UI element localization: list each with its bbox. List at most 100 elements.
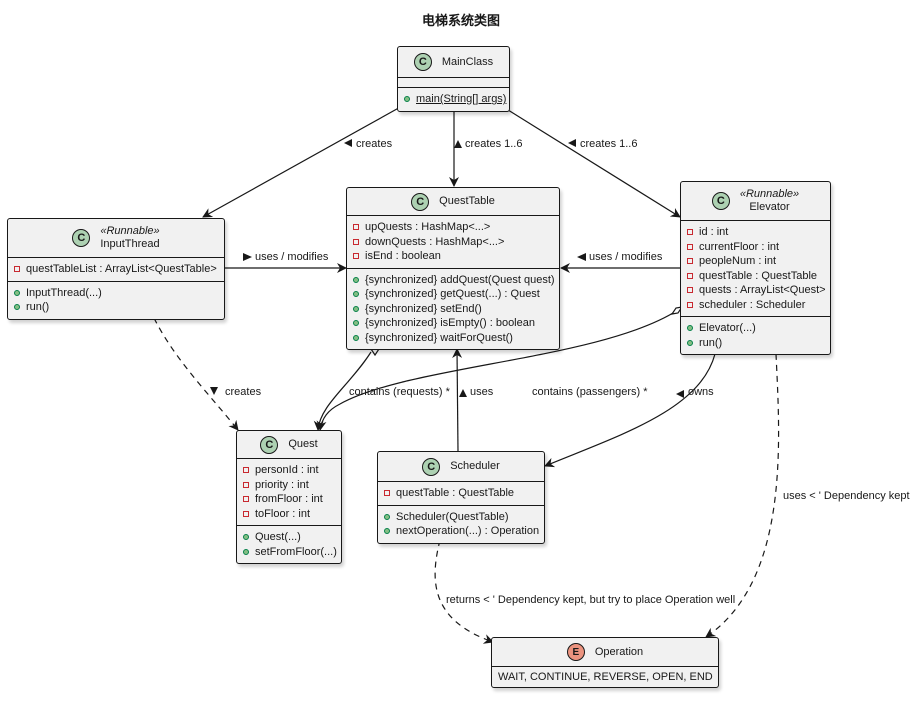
- field-section: upQuests : HashMap<...> downQuests : Has…: [347, 216, 559, 269]
- edge-label-questtable-quest: contains (requests) *: [349, 386, 450, 398]
- class-name: Elevator: [749, 201, 790, 213]
- field-section: questTable : QuestTable: [378, 482, 544, 506]
- enum-operation[interactable]: E Operation WAIT, CONTINUE, REVERSE, OPE…: [491, 637, 719, 688]
- field-row: upQuests : HashMap<...>: [353, 220, 559, 235]
- field-row: questTable : QuestTable: [384, 486, 544, 501]
- public-marker-icon: [384, 513, 390, 520]
- field-row: id : int: [687, 225, 830, 240]
- private-marker-icon: [353, 238, 359, 245]
- method-section: Quest(...) setFromFloor(...): [237, 526, 341, 563]
- class-name: MainClass: [441, 55, 494, 68]
- method-row: setFromFloor(...): [243, 545, 341, 560]
- method-section: InputThread(...) run(): [8, 282, 224, 319]
- public-marker-icon: [384, 528, 390, 535]
- private-marker-icon: [243, 467, 249, 474]
- class-inputthread[interactable]: C «Runnable» InputThread questTableList …: [7, 218, 225, 320]
- label-arrow-scheduler-questtable: [459, 389, 467, 397]
- private-marker-icon: [687, 287, 693, 294]
- private-marker-icon: [243, 496, 249, 503]
- method-row: {synchronized} getQuest(...) : Quest: [353, 287, 559, 302]
- method-section: main(String[] args): [398, 88, 509, 111]
- class-name: InputThread: [100, 238, 160, 250]
- public-marker-icon: [353, 291, 359, 298]
- method-row: {synchronized} waitForQuest(): [353, 331, 559, 346]
- method-row: Scheduler(QuestTable): [384, 510, 544, 525]
- private-marker-icon: [384, 490, 390, 497]
- field-row: peopleNum : int: [687, 254, 830, 269]
- edge-input-quest: [153, 317, 239, 431]
- label-arrow-input-quest: [210, 387, 218, 395]
- public-marker-icon: [14, 289, 20, 296]
- method-row: Elevator(...): [687, 321, 830, 336]
- field-row: scheduler : Scheduler: [687, 298, 830, 313]
- edge-label-scheduler-operation: returns < ' Dependency kept, but try to …: [446, 594, 736, 606]
- edge-main-input: [202, 104, 405, 218]
- edge-elevator-scheduler: [544, 353, 716, 468]
- class-badge-icon: C: [711, 192, 730, 210]
- private-marker-icon: [687, 272, 693, 279]
- private-marker-icon: [687, 258, 693, 265]
- class-name: Quest: [288, 438, 318, 450]
- field-row: currentFloor : int: [687, 240, 830, 255]
- private-marker-icon: [687, 229, 693, 236]
- public-marker-icon: [353, 305, 359, 312]
- edge-label-elevator-questtable: uses / modifies: [589, 251, 663, 263]
- label-arrow-main-elevator: [568, 139, 576, 147]
- aggregation-diamond-elevator: [670, 306, 684, 315]
- public-marker-icon: [687, 325, 693, 332]
- private-marker-icon: [243, 481, 249, 488]
- method-row: InputThread(...): [14, 286, 224, 301]
- label-arrow-main-input: [344, 139, 352, 147]
- field-row: downQuests : HashMap<...>: [353, 235, 559, 250]
- edge-elevator-quest: [316, 309, 679, 431]
- edge-scheduler-questtable: [452, 348, 463, 452]
- method-row: {synchronized} addQuest(Quest quest): [353, 273, 559, 288]
- class-badge-icon: C: [411, 192, 430, 211]
- class-badge-icon: C: [260, 435, 279, 454]
- edge-main-elevator: [499, 104, 681, 218]
- private-marker-icon: [687, 301, 693, 308]
- field-row: questTableList : ArrayList<QuestTable>: [14, 262, 224, 277]
- field-row: quests : ArrayList<Quest>: [687, 283, 830, 298]
- method-row: nextOperation(...) : Operation: [384, 524, 544, 539]
- field-row: toFloor : int: [243, 507, 341, 522]
- field-section: questTableList : ArrayList<QuestTable>: [8, 258, 224, 282]
- edge-scheduler-operation: [434, 539, 494, 644]
- enum-values: WAIT, CONTINUE, REVERSE, OPEN, END: [498, 671, 713, 683]
- method-row: {synchronized} isEmpty() : boolean: [353, 316, 559, 331]
- private-marker-icon: [687, 243, 693, 250]
- field-section: personId : int priority : int fromFloor …: [237, 459, 341, 526]
- private-marker-icon: [353, 253, 359, 260]
- edge-label-elevator-quest: contains (passengers) *: [532, 386, 648, 398]
- class-questtable[interactable]: C QuestTable upQuests : HashMap<...> dow…: [346, 187, 560, 350]
- edge-label-elevator-scheduler: owns: [688, 386, 714, 398]
- private-marker-icon: [14, 266, 20, 273]
- field-row: isEnd : boolean: [353, 249, 559, 264]
- class-name: Scheduler: [450, 460, 500, 472]
- method-section: Elevator(...) run(): [681, 317, 830, 354]
- enum-badge-icon: E: [566, 643, 585, 661]
- public-marker-icon: [353, 320, 359, 327]
- public-marker-icon: [353, 276, 359, 283]
- class-stereotype: «Runnable»: [100, 225, 160, 237]
- public-marker-icon: [243, 548, 249, 555]
- class-scheduler[interactable]: C Scheduler questTable : QuestTable Sche…: [377, 451, 545, 544]
- class-elevator[interactable]: C «Runnable» Elevator id : int currentFl…: [680, 181, 831, 355]
- class-stereotype: «Runnable»: [739, 188, 800, 200]
- class-badge-icon: C: [413, 53, 432, 71]
- public-marker-icon: [14, 304, 20, 311]
- label-arrow-elevator-scheduler: [676, 390, 684, 398]
- class-quest[interactable]: C Quest personId : int priority : int fr…: [236, 430, 342, 564]
- field-row: questTable : QuestTable: [687, 269, 830, 284]
- public-marker-icon: [243, 534, 249, 541]
- method-section: {synchronized} addQuest(Quest quest) {sy…: [347, 269, 559, 350]
- field-row: personId : int: [243, 463, 341, 478]
- class-mainclass[interactable]: C MainClass main(String[] args): [397, 46, 510, 112]
- method-row: Quest(...): [243, 530, 341, 545]
- label-arrow-input-questtable: [243, 253, 252, 261]
- edge-label-input-quest: creates: [225, 386, 262, 398]
- field-row: priority : int: [243, 478, 341, 493]
- field-row: fromFloor : int: [243, 492, 341, 507]
- class-name: QuestTable: [439, 195, 495, 207]
- edge-elevator-operation: [705, 353, 780, 638]
